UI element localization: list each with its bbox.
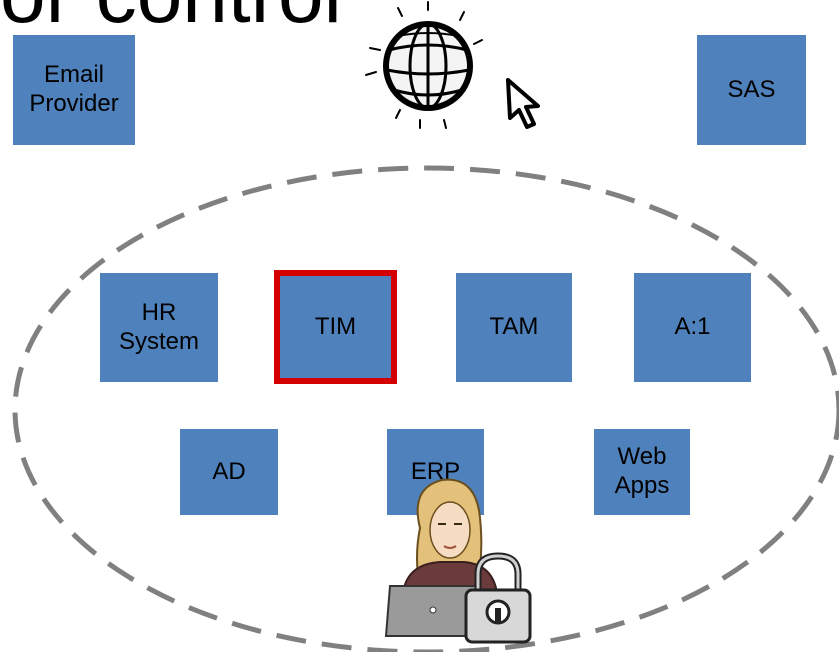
padlock-icon xyxy=(464,552,532,644)
ad-box: AD xyxy=(180,429,278,515)
email-provider-box: Email Provider xyxy=(13,35,135,145)
globe-with-cursor-icon xyxy=(365,1,540,129)
a1-box: A:1 xyxy=(634,273,751,382)
tam-box: TAM xyxy=(456,273,572,382)
web-apps-box: Web Apps xyxy=(594,429,690,515)
slide-title-partial: or control xyxy=(0,0,342,36)
sas-box: SAS xyxy=(697,35,806,145)
hr-system-box: HR System xyxy=(100,273,218,382)
tim-box: TIM xyxy=(274,270,397,384)
